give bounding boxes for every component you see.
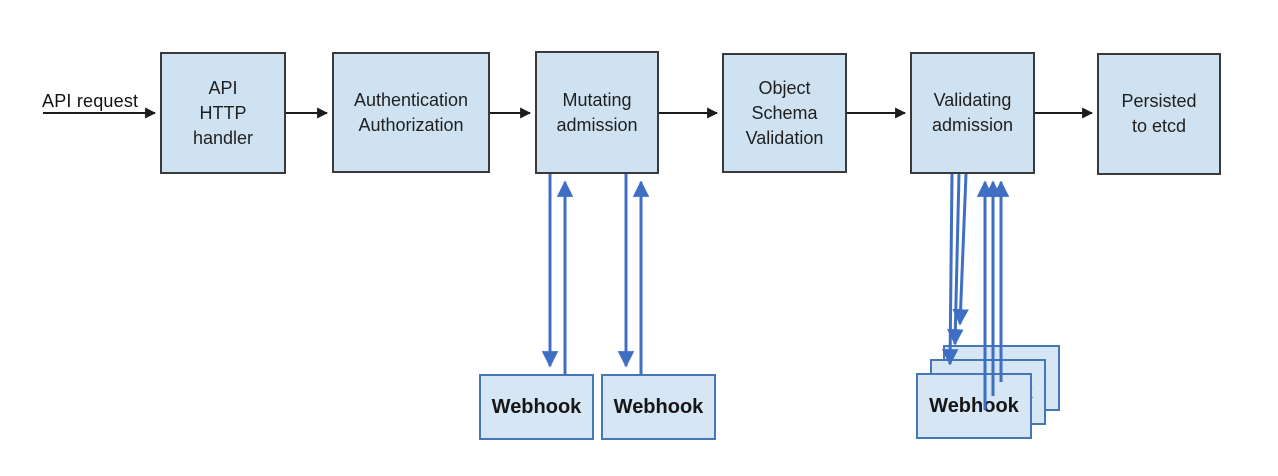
- mutating-webhook-2: Webhook: [601, 374, 716, 440]
- webhook-label: Webhook: [613, 395, 704, 418]
- node-label: Mutating admission: [556, 89, 638, 135]
- node-label: Persisted to etcd: [1121, 91, 1197, 136]
- node-api-http-handler: API HTTP handler: [160, 52, 286, 174]
- api-request-label: API request: [42, 91, 139, 111]
- node-label: Validating admission: [931, 90, 1014, 135]
- mutating-webhook-1: Webhook: [479, 374, 594, 440]
- node-object-schema-validation: Object Schema Validation: [722, 53, 847, 173]
- node-label: Object Schema Validation: [745, 77, 824, 148]
- arrow-validating-to-webhook2-down: [947, 173, 964, 346]
- arrow-validating-to-webhook3-down: [952, 173, 969, 326]
- node-mutating-admission: Mutating admission: [535, 51, 659, 174]
- validating-webhook-1: Webhook: [916, 373, 1032, 439]
- arrow-validating-to-webhook1-down: [941, 173, 959, 366]
- node-persisted-to-etcd: Persisted to etcd: [1097, 53, 1221, 175]
- node-label: API HTTP handler: [192, 77, 254, 148]
- webhook-label: Webhook: [929, 394, 1019, 417]
- node-label: Authentication Authorization: [353, 89, 469, 135]
- webhook-label: Webhook: [491, 395, 582, 418]
- node-authentication-authorization: Authentication Authorization: [332, 52, 490, 173]
- node-validating-admission: Validating admission: [910, 52, 1035, 174]
